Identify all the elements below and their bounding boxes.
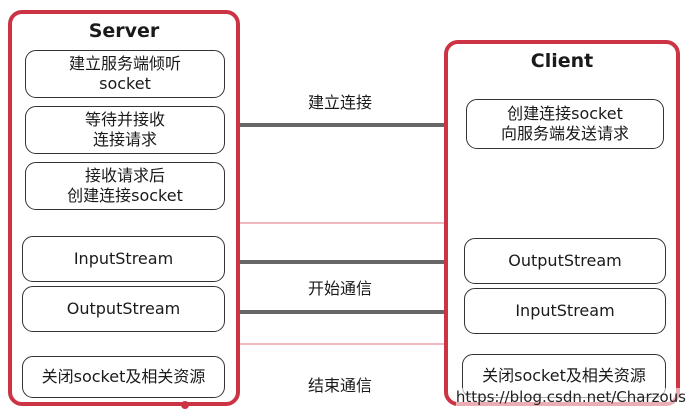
server-box-accept: 等待并接收 连接请求: [25, 106, 225, 154]
server-box-inputstream: InputStream: [22, 236, 225, 282]
phase-label-connect: 建立连接: [307, 93, 372, 112]
red-dot: [181, 401, 189, 409]
server-box-listen: 建立服务端倾听 socket: [25, 50, 225, 98]
connector-input-output: [225, 260, 465, 264]
phase-label-communicate: 开始通信: [307, 279, 372, 298]
connector-output-input: [225, 310, 465, 314]
server-box-close: 关闭socket及相关资源: [22, 356, 225, 398]
phase-divider-1: [8, 222, 680, 224]
client-column: Client: [444, 40, 680, 406]
server-title: Server: [88, 20, 160, 42]
client-title: Client: [530, 50, 594, 72]
server-box-outputstream: OutputStream: [22, 286, 225, 332]
connector-connect: [238, 123, 448, 127]
client-box-outputstream: OutputStream: [464, 238, 666, 284]
client-box-inputstream: InputStream: [464, 288, 666, 334]
server-box-create-socket: 接收请求后 创建连接socket: [25, 162, 225, 210]
watermark: https://blog.csdn.net/Charzous: [455, 388, 686, 406]
phase-divider-2: [8, 343, 680, 345]
phase-label-close: 结束通信: [307, 376, 372, 395]
client-box-connect: 创建连接socket 向服务端发送请求: [466, 99, 664, 149]
